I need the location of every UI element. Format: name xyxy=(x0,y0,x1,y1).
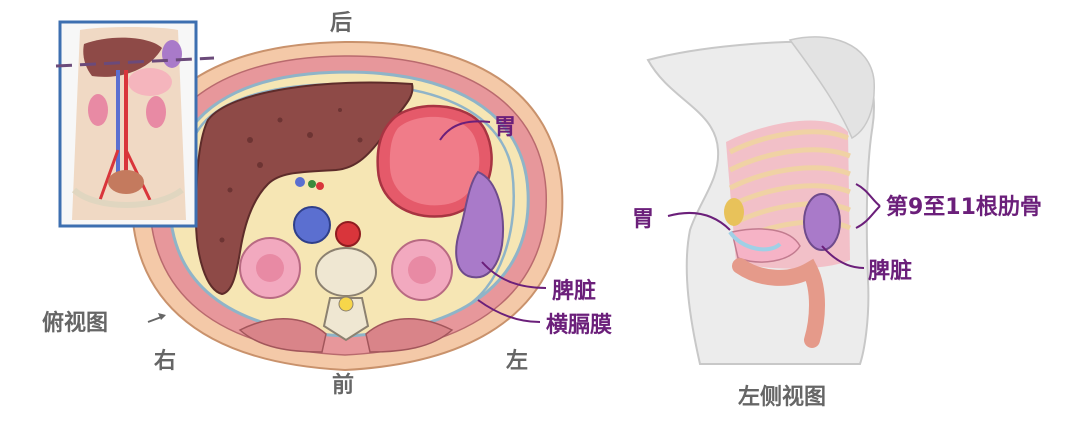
inset-liver xyxy=(83,37,162,77)
stomach-lining xyxy=(389,116,480,206)
lateral-shoulder xyxy=(788,36,875,140)
liver xyxy=(194,81,414,296)
vena-cava xyxy=(293,206,331,244)
vertebral-arch xyxy=(322,297,370,342)
lateral-stomach xyxy=(731,228,801,263)
inset-bladder xyxy=(108,170,144,194)
liver-texture xyxy=(219,108,363,243)
callout-diaphragm xyxy=(477,299,541,323)
lateral-label-ribs: 第9至11根肋骨 xyxy=(886,194,1042,220)
lateral-colon xyxy=(732,258,825,348)
label-spleen: 脾脏 xyxy=(552,278,596,304)
orientation-top: 后 xyxy=(330,11,352,36)
hepatic-artery xyxy=(316,182,324,190)
orientation-left: 左 xyxy=(506,348,528,374)
label-diaphragm: 横膈膜 xyxy=(546,313,612,338)
inset-spleen xyxy=(162,40,182,68)
lateral-label-spleen: 脾脏 xyxy=(868,258,912,284)
orientation-right: 右 xyxy=(154,349,176,374)
inset-right-kidney xyxy=(88,94,108,126)
back-muscle-left xyxy=(365,317,454,353)
orientation-bottom: 前 xyxy=(332,372,354,398)
arrow-head-icon xyxy=(158,313,166,320)
bile-duct xyxy=(308,180,316,188)
lateral-adrenal xyxy=(724,198,744,226)
inset-left-kidney xyxy=(146,96,166,128)
lateral-view xyxy=(646,36,875,365)
callout-spleen xyxy=(481,261,547,289)
inset-stomach xyxy=(128,68,172,96)
lateral-label-stomach: 胃 xyxy=(632,207,654,232)
callout-stomach xyxy=(439,120,491,141)
top-view-label: 俯视图 xyxy=(42,310,108,336)
vertebral-body xyxy=(315,247,377,297)
right-kidney-pelvis xyxy=(256,254,284,282)
cut-plane-line xyxy=(55,56,215,68)
cross-section xyxy=(130,40,564,372)
callout-lateral-stomach xyxy=(667,211,731,231)
callout-lateral-spleen xyxy=(821,245,865,269)
spleen xyxy=(455,170,504,279)
lateral-costal-margin xyxy=(728,230,782,252)
portal-vein xyxy=(295,177,305,187)
spinal-cord xyxy=(338,296,354,312)
lateral-spleen xyxy=(803,193,841,251)
label-stomach: 胃 xyxy=(494,115,516,140)
locator-inset xyxy=(55,20,215,228)
inset-pelvis xyxy=(71,187,184,208)
left-kidney-pelvis xyxy=(408,256,436,284)
back-muscle-right xyxy=(238,317,327,353)
aorta xyxy=(335,221,361,247)
lateral-view-label: 左侧视图 xyxy=(738,384,826,410)
callout-ribs xyxy=(855,183,881,229)
